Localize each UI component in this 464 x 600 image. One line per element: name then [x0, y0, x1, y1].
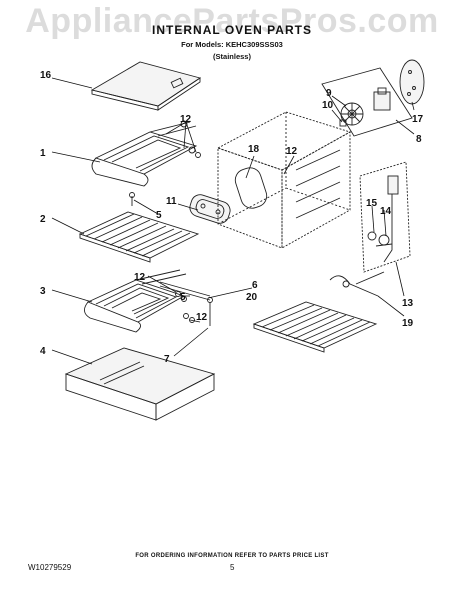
part-top-panel [90, 61, 202, 111]
part-element-bracket [159, 281, 213, 326]
finish-subtitle: (Stainless) [213, 52, 251, 61]
callout-8: 8 [416, 134, 422, 145]
callout-2: 2 [40, 214, 46, 225]
part-fan-cover [399, 59, 425, 105]
part-light-lens [189, 194, 231, 224]
callout-12-cavity: 12 [286, 146, 298, 157]
part-bake-element [84, 269, 195, 333]
document-id: W10279529 [28, 563, 72, 572]
callout-15: 15 [366, 198, 378, 209]
page-title: INTERNAL OVEN PARTS [152, 23, 312, 37]
callout-18: 18 [248, 144, 260, 155]
ordering-note: FOR ORDERING INFORMATION REFER TO PARTS … [135, 553, 329, 559]
callout-4: 4 [40, 346, 46, 357]
callout-5-upper: 5 [156, 210, 162, 221]
callout-12-lower: 12 [196, 312, 208, 323]
part-bottom-cover [64, 347, 216, 421]
part-screw-upper [129, 192, 135, 206]
callout-9: 9 [326, 88, 332, 99]
part-light-socket-assembly [359, 161, 411, 273]
callout-1: 1 [40, 148, 46, 159]
callout-19: 19 [402, 318, 414, 329]
part-oven-rack-lower [252, 301, 378, 353]
callout-20: 20 [246, 292, 258, 303]
callout-labels: 16 12 1 5 11 18 12 9 10 17 8 15 14 2 12 … [40, 70, 424, 365]
part-oven-cavity [216, 111, 352, 249]
part-temp-sensor [329, 271, 385, 297]
callout-5-lower: 5 [180, 292, 186, 303]
callout-17: 17 [412, 114, 424, 125]
callout-13: 13 [402, 298, 414, 309]
callout-12-mid: 12 [134, 272, 146, 283]
callout-3: 3 [40, 286, 46, 297]
callout-10: 10 [322, 100, 334, 111]
callout-16: 16 [40, 70, 52, 81]
callout-7: 7 [164, 354, 170, 365]
callout-14: 14 [380, 206, 392, 217]
callout-12-top: 12 [180, 114, 192, 125]
leader-lines [51, 77, 415, 365]
callout-6: 6 [252, 280, 258, 291]
part-broil-element [91, 120, 201, 187]
model-subtitle: For Models: KEHC309SSS03 [181, 40, 283, 49]
part-convection-fan [321, 67, 413, 137]
callout-11: 11 [166, 196, 177, 207]
part-oven-rack-upper [78, 211, 200, 263]
page-number: 5 [230, 563, 235, 572]
